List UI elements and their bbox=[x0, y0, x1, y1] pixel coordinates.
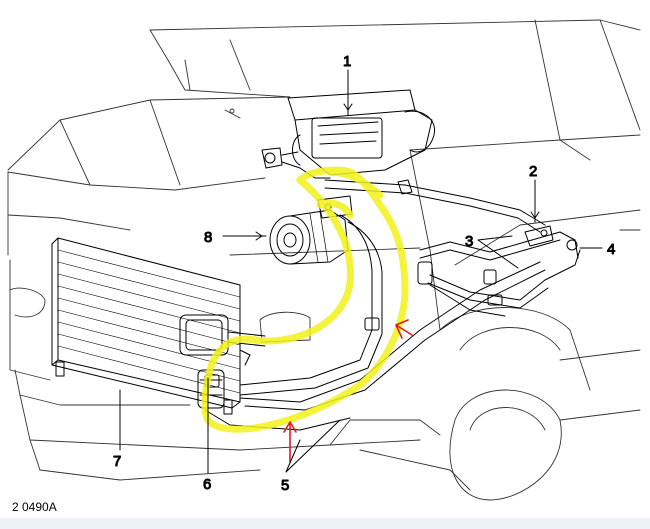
red-arrow-upper bbox=[395, 319, 413, 339]
callout-7: 7 bbox=[113, 453, 121, 470]
callout-4: 4 bbox=[607, 241, 615, 258]
callout-2: 2 bbox=[529, 163, 537, 180]
callout-6: 6 bbox=[203, 476, 211, 493]
callouts: 1 2 3 4 5 6 7 8 bbox=[113, 53, 616, 495]
red-arrow-lower bbox=[283, 421, 297, 463]
red-arrows bbox=[283, 319, 413, 463]
condenser bbox=[51, 237, 241, 415]
callout-8: 8 bbox=[204, 229, 212, 246]
callout-5: 5 bbox=[281, 477, 289, 494]
compressor bbox=[269, 195, 353, 265]
leader-lines bbox=[119, 69, 603, 474]
callout-1: 1 bbox=[343, 53, 351, 70]
vehicle-body bbox=[7, 19, 641, 501]
evaporator-heater-unit bbox=[261, 89, 436, 179]
callout-3: 3 bbox=[465, 233, 473, 250]
bottom-band bbox=[0, 518, 650, 529]
highlighted-pipe-route bbox=[201, 166, 409, 433]
figure-reference: 2 0490A bbox=[12, 500, 57, 514]
